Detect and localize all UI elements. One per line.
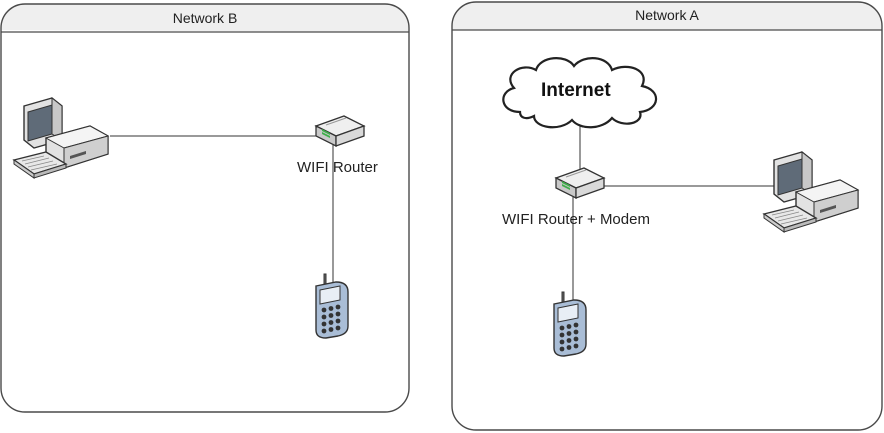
wifi-router-icon [315,115,365,147]
desktop-computer-icon [13,97,109,179]
wifi-router-modem-icon [555,167,605,199]
network-a-title: Network A [635,7,699,23]
router-label-network-a: WIFI Router + Modem [502,211,650,228]
mobile-phone-icon [315,273,349,339]
network-b-title: Network B [172,10,238,26]
mobile-phone-icon [553,291,587,357]
router-label-network-b: WIFI Router [297,159,378,176]
network-b-panel [0,3,410,413]
desktop-computer-icon [763,151,859,233]
cloud-icon [502,57,658,129]
network-a-panel [451,1,883,431]
internet-label: Internet [541,80,611,101]
